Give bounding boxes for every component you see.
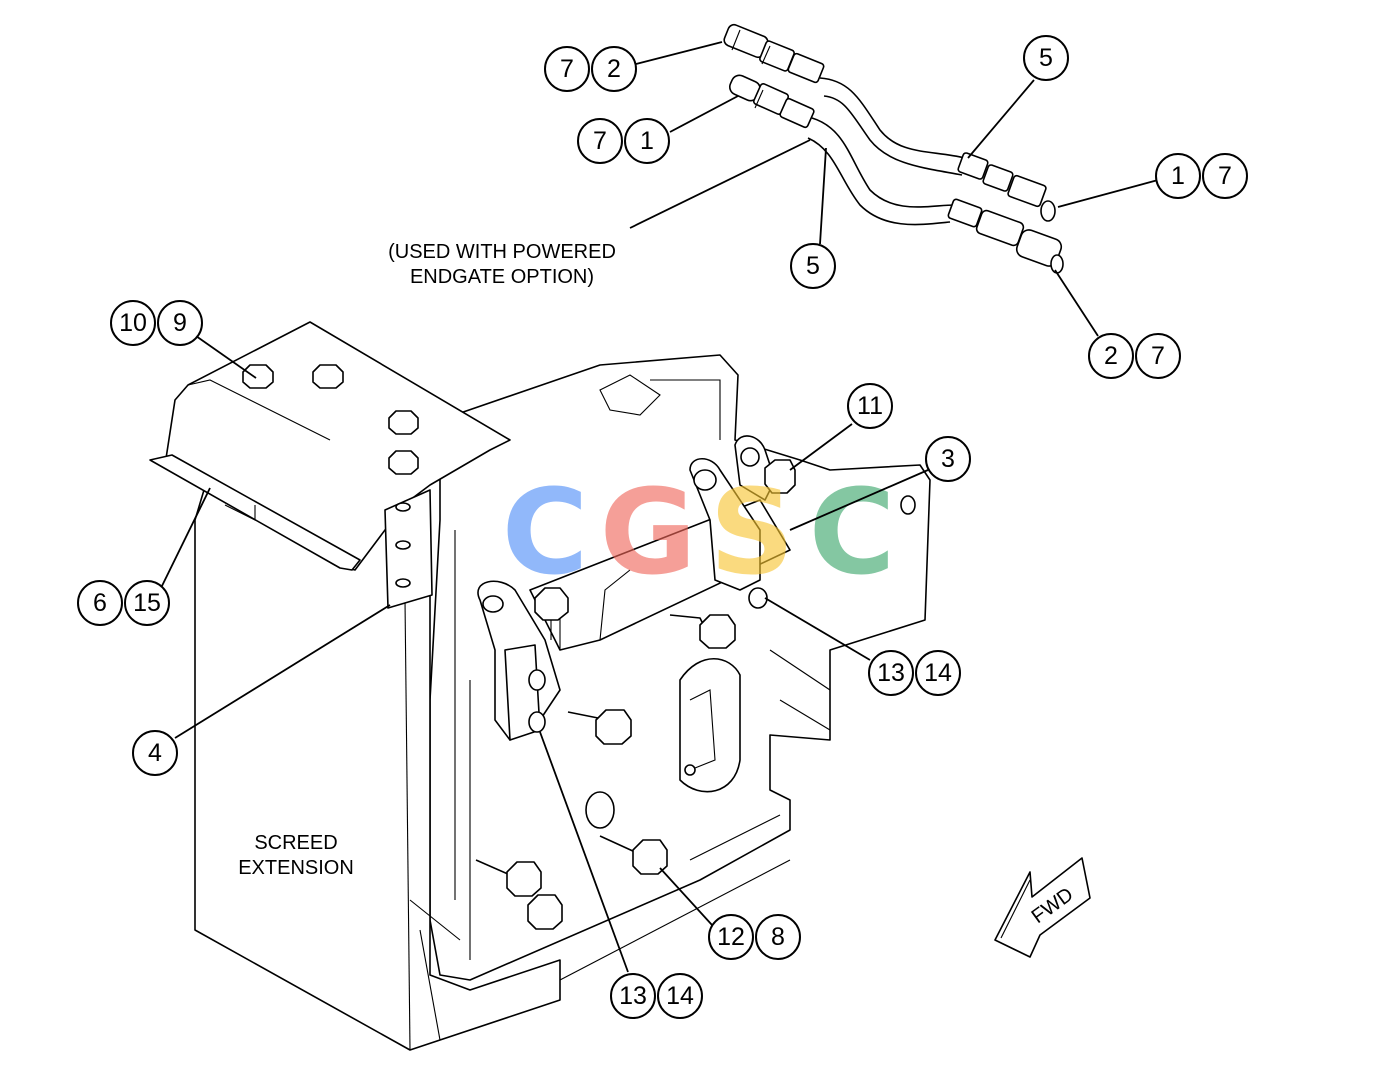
powered-endgate-note-line1: (USED WITH POWERED — [388, 241, 616, 263]
callout-6-15: 6 15 — [77, 580, 170, 626]
callout-13-14-bottom: 13 14 — [610, 973, 703, 1019]
bolt-head — [242, 364, 274, 389]
callout-number: 7 — [560, 55, 574, 83]
callout-3: 3 — [925, 436, 971, 482]
callout-number: 14 — [666, 982, 694, 1010]
callout-number: 1 — [1171, 162, 1185, 190]
callout-4: 4 — [132, 730, 178, 776]
hose-fitting-upper-right — [957, 152, 1056, 222]
callout-number: 13 — [619, 982, 647, 1010]
callout-13-14-right: 13 14 — [868, 650, 961, 696]
callout-number: 8 — [771, 923, 785, 951]
endgate-casting — [429, 354, 931, 981]
screed-extension-label-line1: SCREED — [254, 832, 337, 854]
bolt — [534, 587, 569, 640]
bolt-head — [312, 364, 344, 389]
callout-number: 11 — [857, 392, 883, 420]
callout-11: 11 — [847, 383, 893, 429]
leader-lines — [159, 41, 1159, 973]
screed-extension-label-line2: EXTENSION — [238, 857, 354, 879]
callout-number: 10 — [119, 309, 147, 337]
callout-number: 2 — [1104, 342, 1118, 370]
hydraulic-hose-assembly — [723, 23, 1064, 274]
bolt-head — [388, 410, 419, 435]
callout-7-1: 7 1 — [577, 118, 670, 164]
linkage-assembly — [475, 435, 796, 930]
callout-number: 2 — [607, 55, 621, 83]
callout-number: 4 — [148, 739, 162, 767]
bolt — [475, 859, 563, 930]
powered-endgate-note-line2: ENDGATE OPTION) — [410, 266, 594, 288]
callout-12-8: 12 8 — [708, 914, 801, 960]
watermark-letter: C — [809, 463, 896, 601]
bolt — [567, 709, 632, 745]
bolt-head — [388, 450, 419, 475]
mounting-bracket — [149, 321, 511, 609]
callout-number: 15 — [133, 589, 161, 617]
callout-number: 13 — [877, 659, 905, 687]
notes: (USED WITH POWERED ENDGATE OPTION) SCREE… — [238, 241, 616, 879]
callout-5-mid: 5 — [790, 243, 836, 289]
callout-7-2: 7 2 — [544, 46, 637, 92]
hose-fitting-lower-right — [947, 198, 1064, 274]
callout-10-9: 10 9 — [110, 300, 203, 346]
callout-number: 7 — [1151, 342, 1165, 370]
hose-fitting-lower-left — [728, 74, 815, 129]
callout-2-7: 2 7 — [1088, 333, 1181, 379]
callout-number: 1 — [640, 127, 654, 155]
bolt — [599, 835, 668, 875]
callout-number: 5 — [1039, 44, 1053, 72]
hose-fitting-upper-left — [723, 23, 825, 84]
callout-number: 9 — [173, 309, 187, 337]
callouts: 7 2 7 1 5 1 7 5 2 7 — [77, 35, 1248, 1019]
forward-direction-arrow: FWD — [994, 857, 1091, 958]
callout-number: 6 — [93, 589, 107, 617]
bolt — [764, 459, 796, 494]
callout-1-7: 1 7 — [1155, 153, 1248, 199]
callout-number: 7 — [593, 127, 607, 155]
watermark-letter: G — [600, 463, 697, 601]
watermark: C G S C — [502, 463, 896, 601]
callout-5-top: 5 — [1023, 35, 1069, 81]
bolt — [669, 614, 736, 649]
watermark-letter: C — [502, 463, 589, 601]
callout-number: 12 — [717, 923, 745, 951]
callout-number: 5 — [806, 252, 820, 280]
watermark-letter: S — [710, 463, 795, 601]
callout-number: 14 — [924, 659, 952, 687]
callout-number: 7 — [1218, 162, 1232, 190]
callout-number: 3 — [941, 445, 955, 473]
